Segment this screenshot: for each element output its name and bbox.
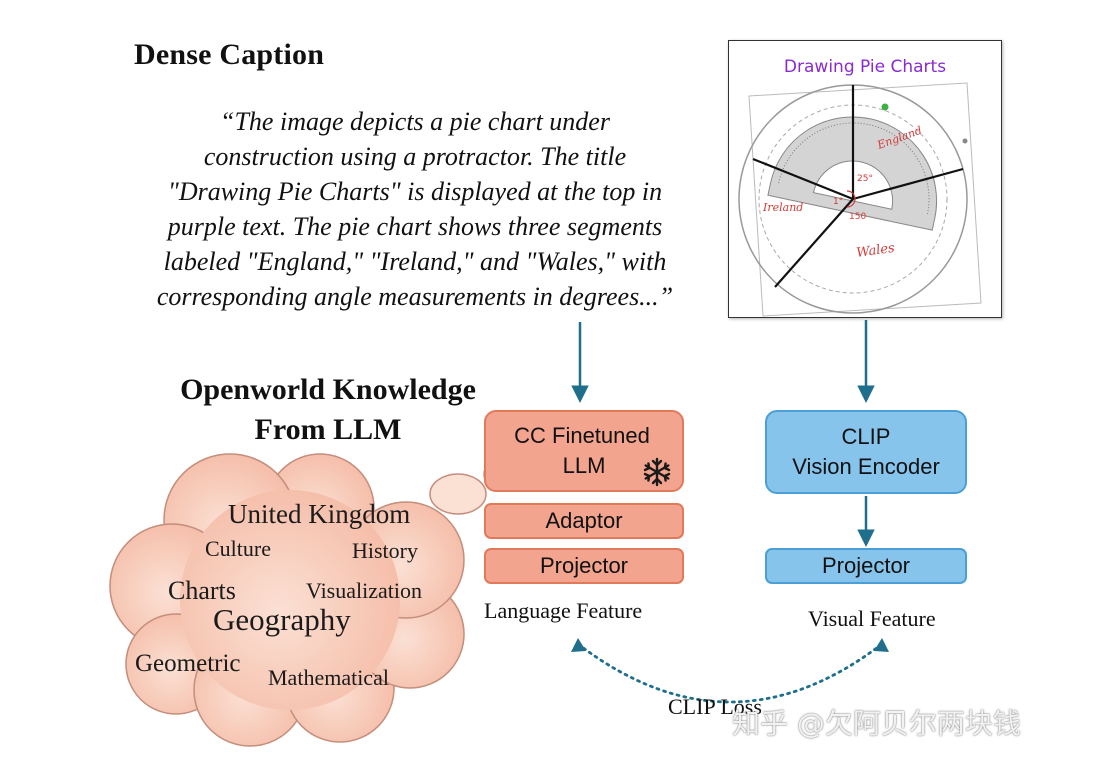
pie-line-left xyxy=(752,157,854,201)
caption-line: labeled "England," "Ireland," and "Wales… xyxy=(163,247,667,276)
thought-bubble-large xyxy=(429,473,487,515)
snowflake-icon xyxy=(643,457,671,487)
cloud-word-culture: Culture xyxy=(205,536,271,561)
openworld-title-line: From LLM xyxy=(254,413,402,446)
label-wales: Wales xyxy=(855,241,896,261)
cloud-word-geography: Geography xyxy=(213,602,351,637)
caption-line: purple text. The pie chart shows three s… xyxy=(167,212,663,241)
cloud-word-united-kingdom: United Kingdom xyxy=(228,499,411,529)
knowledge-cloud xyxy=(109,453,465,747)
label-angle-c: 1° xyxy=(833,197,843,207)
corner-handle xyxy=(962,138,968,144)
visual-feature-label: Visual Feature xyxy=(808,606,936,631)
language-projector-box: Projector xyxy=(484,548,684,584)
openworld-knowledge-title: Openworld Knowledge From LLM xyxy=(150,370,506,450)
cloud-word-geometric: Geometric xyxy=(135,650,241,677)
clip-loss-arrowhead-left xyxy=(571,638,586,652)
pie-chart-drawing: Drawing Pie Charts England Ireland Wales… xyxy=(738,57,982,317)
clip-loss-curve xyxy=(576,642,884,704)
clip-label-line2: Vision Encoder xyxy=(792,454,940,479)
llm-label-line2: LLM xyxy=(562,453,606,478)
vision-projector-box: Projector xyxy=(765,548,967,584)
pie-chart-example-image: Drawing Pie Charts England Ireland Wales… xyxy=(728,40,1002,318)
llm-label-line1: CC Finetuned xyxy=(514,423,650,448)
watermark: 知乎 @欠阿贝尔两块钱 xyxy=(732,707,1021,740)
caption-line: "Drawing Pie Charts" is displayed at the… xyxy=(167,177,663,206)
pie-chart-title: Drawing Pie Charts xyxy=(784,57,946,77)
selection-frame xyxy=(748,82,982,317)
rotate-handle xyxy=(881,103,889,111)
pie-line-right xyxy=(852,167,964,201)
label-ireland: Ireland xyxy=(762,201,803,214)
cloud-word-charts: Charts xyxy=(168,576,236,605)
label-angle-a: 25° xyxy=(857,174,873,184)
caption-line: construction using a protractor. The tit… xyxy=(203,142,627,171)
caption-line: “The image depicts a pie chart under xyxy=(220,107,610,136)
clip-loss-label: CLIP Loss xyxy=(668,694,762,719)
pie-line-bottom xyxy=(774,198,854,288)
language-feature-label: Language Feature xyxy=(484,598,643,623)
cloud-word-visualization: Visualization xyxy=(306,578,422,603)
dense-caption-text: “The image depicts a pie chart under con… xyxy=(118,104,712,314)
cloud-word-mathematical: Mathematical xyxy=(268,665,389,690)
clip-label-line1: CLIP xyxy=(841,424,891,449)
cloud-word-history: History xyxy=(352,538,418,563)
angle-arc xyxy=(846,190,856,208)
caption-line: corresponding angle measurements in degr… xyxy=(156,282,674,311)
label-angle-b: 150 xyxy=(849,212,866,222)
cc-finetuned-llm-box: CC Finetuned LLM xyxy=(484,410,684,492)
clip-loss-arrowhead-right xyxy=(874,638,889,652)
clip-vision-encoder-box: CLIP Vision Encoder xyxy=(765,410,967,494)
adaptor-label: Adaptor xyxy=(545,508,623,533)
dense-caption-title: Dense Caption xyxy=(134,38,325,71)
adaptor-box: Adaptor xyxy=(484,503,684,539)
vision-projector-label: Projector xyxy=(821,553,911,578)
language-projector-label: Projector xyxy=(539,553,629,578)
openworld-title-line: Openworld Knowledge xyxy=(180,373,476,406)
